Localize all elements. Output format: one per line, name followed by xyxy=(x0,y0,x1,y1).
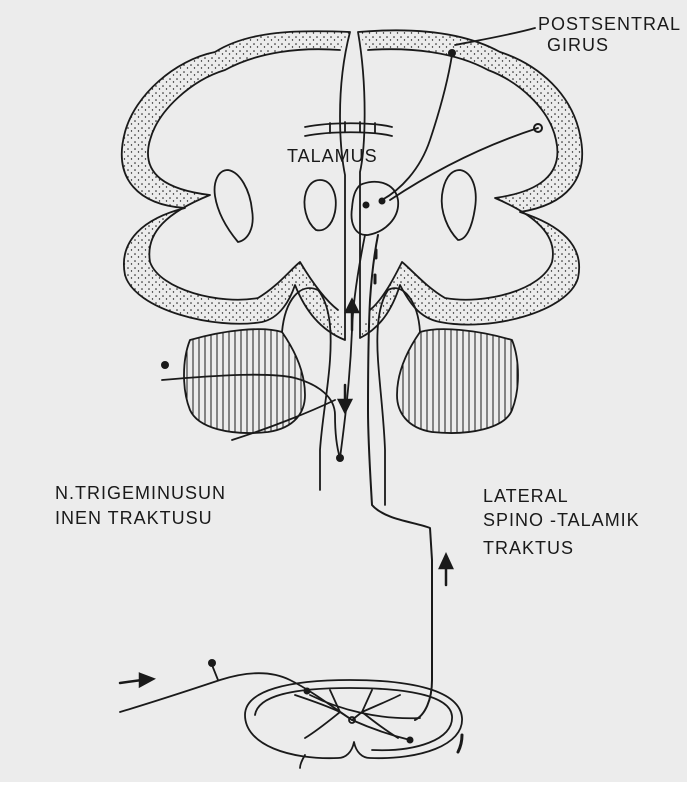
cortex-cell-upper xyxy=(448,49,456,57)
label-postsentral: POSTSENTRAL xyxy=(538,14,681,34)
dorsal-root-fiber xyxy=(120,673,410,740)
left-lateral-ventricle xyxy=(215,170,253,242)
third-ventricle xyxy=(304,180,335,230)
trigeminal-ganglion-cell xyxy=(161,361,169,369)
tract-dashes xyxy=(375,250,376,283)
spinal-cord-section xyxy=(245,680,462,758)
thalamocortical-fiber-lateral xyxy=(390,128,538,200)
dorsal-horn-cell xyxy=(304,688,311,695)
label-lateral: LATERAL xyxy=(483,486,569,506)
corpus-callosum xyxy=(305,122,392,136)
right-lateral-ventricle xyxy=(442,170,476,240)
thalamus-nucleus xyxy=(352,182,399,235)
gray-matter-butterfly xyxy=(295,690,400,738)
arrow-up-brainstem-icon xyxy=(346,300,358,330)
right-cortex-band xyxy=(358,30,582,338)
thalamus-cell-1 xyxy=(363,202,370,209)
thalamus-cell-2 xyxy=(379,198,386,205)
label-trigeminus-line1: N.TRIGEMINUSUN xyxy=(55,483,226,503)
trigeminal-nucleus-cell xyxy=(336,454,344,462)
dorsal-root-ganglion-stem xyxy=(212,665,218,680)
right-hemisphere xyxy=(304,30,582,338)
left-cortex-band xyxy=(122,31,350,340)
arrow-down-trigeminal-icon xyxy=(339,385,351,412)
label-traktus: TRAKTUS xyxy=(483,538,574,558)
label-trigeminus-line2: INEN TRAKTUSU xyxy=(55,508,213,528)
arrow-up-spinothalamic-icon xyxy=(440,555,452,585)
ventral-root xyxy=(458,735,462,752)
label-spino-talamik: SPINO -TALAMIK xyxy=(483,510,640,530)
left-brainstem-hatch xyxy=(184,329,305,433)
label-talamus: TALAMUS xyxy=(287,146,378,166)
dorsal-root-ganglion-cell xyxy=(208,659,216,667)
trigeminal-ascending xyxy=(340,235,365,458)
crossing-cell xyxy=(407,737,414,744)
postsentral-label-leader xyxy=(455,28,535,45)
left-hemisphere xyxy=(122,31,350,340)
label-girus: GIRUS xyxy=(547,35,609,55)
right-brainstem-hatch xyxy=(397,329,518,433)
arrow-right-afferent-icon xyxy=(120,674,153,686)
